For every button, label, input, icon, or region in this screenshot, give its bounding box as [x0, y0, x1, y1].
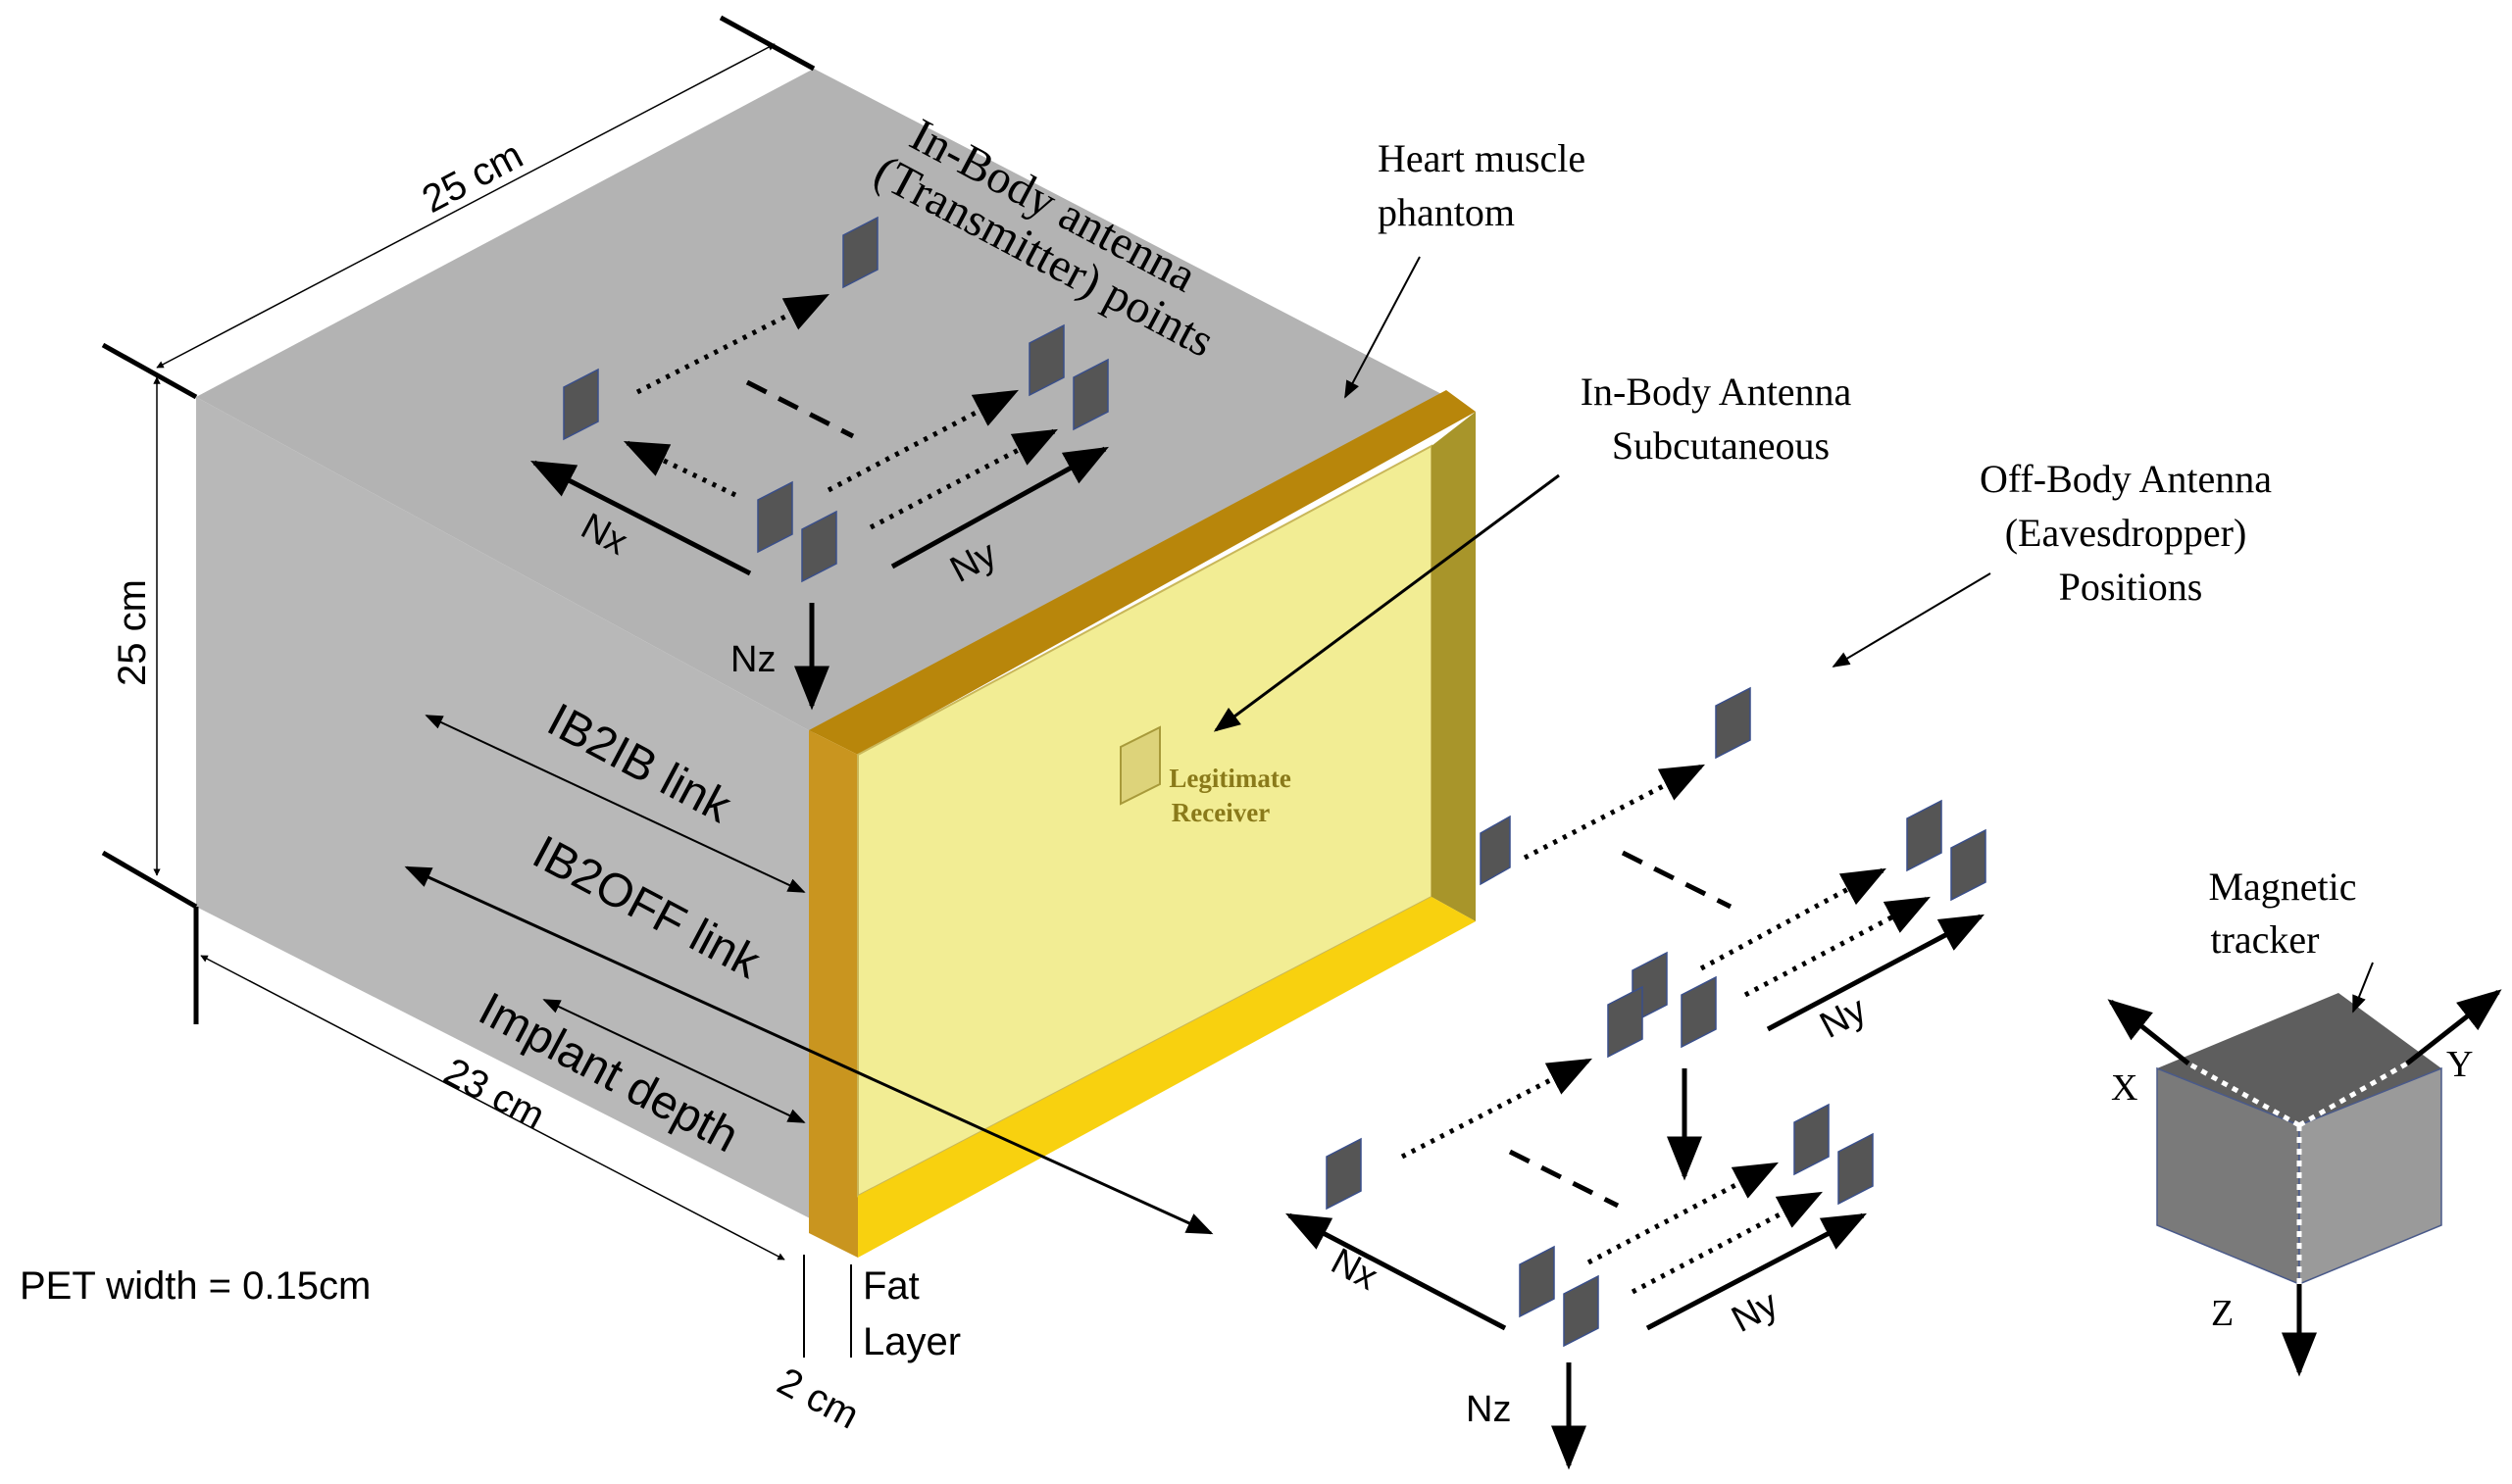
- heart-muscle-label: Heart muscle phantom: [1378, 136, 1595, 234]
- tracker-y-label: Y: [2446, 1044, 2473, 1085]
- fat-layer-top-edge: [809, 390, 1476, 755]
- eve-antenna: [1950, 828, 1986, 902]
- eve-lower-ny-label: Ny: [1726, 1283, 1785, 1341]
- tracker-z-label: Z: [2211, 1293, 2234, 1334]
- legitimate-receiver-antenna: [1120, 725, 1161, 806]
- heart-muscle-pointer: [1344, 256, 1421, 399]
- dimension-left: 25 cm: [101, 376, 198, 910]
- offbody-label: Off-Body Antenna (Eavesdropper) Position…: [1980, 457, 2282, 609]
- eavesdropper-antenna-grid: Ny Nx Ny Nz: [1285, 686, 1986, 1470]
- eve-antenna: [1607, 985, 1643, 1059]
- eve-antenna: [1326, 1137, 1362, 1211]
- eve-lower-nz-label: Nz: [1466, 1389, 1511, 1430]
- legitimate-receiver-label: Legitimate Receiver: [1169, 764, 1297, 827]
- tx-nz-label: Nz: [730, 639, 776, 680]
- eve-antenna: [1681, 975, 1717, 1049]
- eve-antenna: [1715, 686, 1751, 760]
- tracker-top-face: [2157, 993, 2441, 1125]
- dim-top-label: 25 cm: [416, 133, 530, 222]
- magnetic-tracker-label: Magnetic tracker: [2208, 865, 2366, 962]
- eve-antenna: [1563, 1274, 1599, 1348]
- dim-left-label: 25 cm: [111, 579, 154, 686]
- eve-antenna: [1793, 1103, 1830, 1176]
- magnetic-tracker: X Y Z: [2107, 989, 2502, 1377]
- dim-fat-label: 2 cm: [771, 1360, 866, 1438]
- dimension-fat: 2 cm: [771, 1255, 866, 1438]
- tx-antenna: [1029, 323, 1065, 397]
- eve-antenna: [1906, 799, 1942, 872]
- eve-antenna: [1519, 1245, 1555, 1318]
- inbody-subcutaneous-pointer: [1213, 473, 1560, 732]
- eve-lower-nx-label: Nx: [1325, 1241, 1384, 1299]
- fat-layer-label: Fat Layer: [863, 1264, 961, 1363]
- tx-antenna: [842, 216, 879, 289]
- eve-antenna: [1480, 815, 1511, 886]
- fat-layer-right-inner: [1432, 412, 1476, 921]
- tx-antenna: [801, 510, 837, 583]
- pet-width-label: PET width = 0.15cm: [20, 1264, 371, 1308]
- fat-layer-side-edge: [809, 730, 858, 1258]
- tx-antenna: [757, 480, 793, 554]
- magnetic-tracker-pointer: [2352, 962, 2374, 1014]
- eve-antenna: [1837, 1132, 1874, 1206]
- offbody-pointer: [1832, 572, 1991, 668]
- tx-antenna: [1073, 358, 1109, 431]
- tx-antenna: [563, 368, 599, 441]
- transmitter-antenna-grid: Nx Ny Nz: [529, 216, 1109, 711]
- tracker-x-label: X: [2111, 1067, 2137, 1109]
- inbody-subcutaneous-label: In-Body Antenna Subcutaneous: [1581, 370, 1862, 468]
